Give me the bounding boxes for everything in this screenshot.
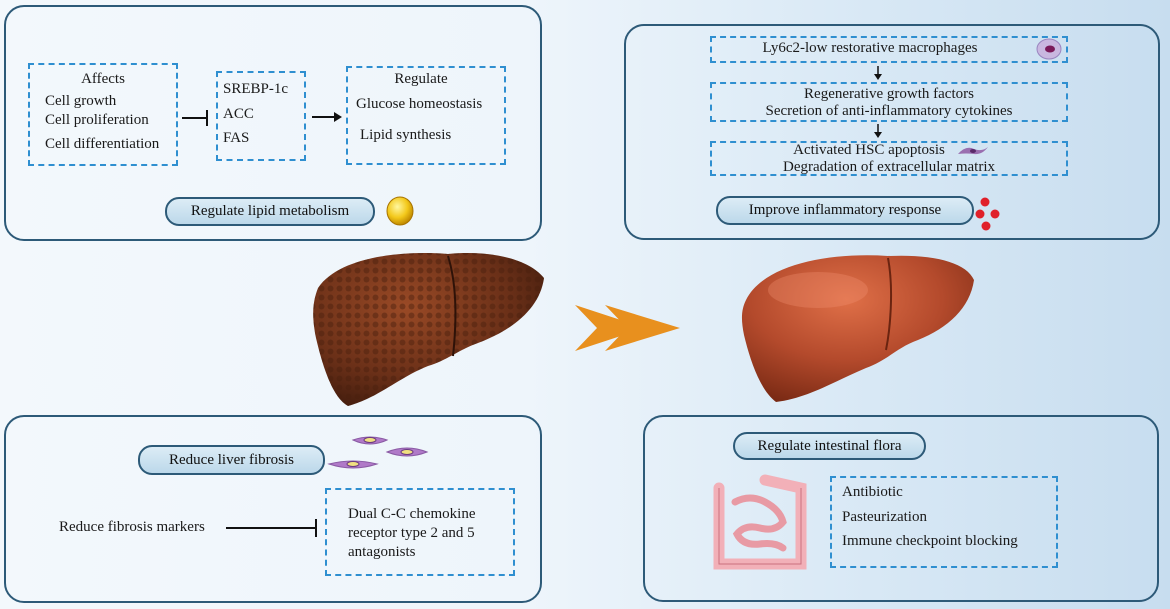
target-item: FAS (223, 130, 250, 146)
hsc-box (710, 141, 1068, 176)
arrow-down-icon (874, 124, 882, 138)
intestine-icon (713, 474, 807, 570)
affects-item: Cell growth (45, 93, 117, 109)
regulate-item: Glucose homeostasis (356, 96, 483, 112)
inhibit-bar (206, 110, 208, 126)
diseased-liver-image (313, 253, 544, 406)
flora-method: Immune checkpoint blocking (842, 533, 1018, 549)
antagonist-line: antagonists (348, 544, 416, 560)
targets-box (216, 71, 306, 161)
macrophage-box (710, 36, 1068, 63)
flora-methods-box (830, 476, 1058, 568)
hsc-cell-icon (958, 147, 988, 155)
target-item: ACC (223, 106, 254, 122)
target-item: SREBP-1c (223, 81, 289, 97)
antagonist-line: receptor type 2 and 5 (348, 525, 475, 541)
fibrosis-label: Reduce liver fibrosis (138, 445, 325, 475)
growth-factors-box (710, 82, 1068, 122)
regulate-item: Lipid synthesis (360, 127, 452, 143)
lipid-droplet-icon (386, 196, 414, 226)
lipid-metabolism-panel (4, 5, 542, 241)
lipid-metabolism-label: Regulate lipid metabolism (165, 197, 375, 226)
affects-box (28, 63, 178, 166)
regulate-title: Regulate (394, 71, 448, 87)
arrow-right-icon (312, 112, 342, 122)
inflammatory-label: Improve inflammatory response (716, 196, 974, 225)
macrophage-text: Ly6c2-low restorative macrophages (762, 40, 978, 56)
inhibit-line (226, 527, 316, 529)
fibroblast-cells-icon (327, 436, 429, 469)
macrophage-cell-icon (1036, 38, 1062, 60)
intestinal-flora-label: Regulate intestinal flora (733, 432, 926, 460)
growth-factors-text: Regenerative growth factors (804, 86, 974, 102)
inhibit-line (182, 117, 207, 119)
antagonist-box (325, 488, 515, 576)
inflammatory-panel (624, 24, 1160, 240)
fibrosis-markers-text: Reduce fibrosis markers (59, 519, 205, 535)
healthy-liver-image (741, 255, 974, 402)
arrow-right-large-icon (575, 305, 680, 351)
flora-method: Pasteurization (842, 509, 927, 525)
fibrosis-panel (4, 415, 542, 603)
inhibit-bar (315, 519, 317, 537)
regulate-box (346, 66, 506, 165)
affects-item: Cell proliferation (45, 112, 149, 128)
red-particles-icon (975, 197, 1000, 231)
arrow-down-icon (874, 66, 882, 80)
ecm-degradation-text: Degradation of extracellular matrix (783, 159, 995, 175)
flora-method: Antibiotic (842, 484, 903, 500)
cytokines-text: Secretion of anti-inflammatory cytokines (765, 103, 1013, 119)
intestinal-flora-panel (643, 415, 1159, 602)
affects-title: Affects (81, 71, 125, 87)
antagonist-line: Dual C-C chemokine (348, 506, 476, 522)
affects-item: Cell differentiation (45, 136, 160, 152)
hsc-apoptosis-text: Activated HSC apoptosis (793, 142, 945, 158)
